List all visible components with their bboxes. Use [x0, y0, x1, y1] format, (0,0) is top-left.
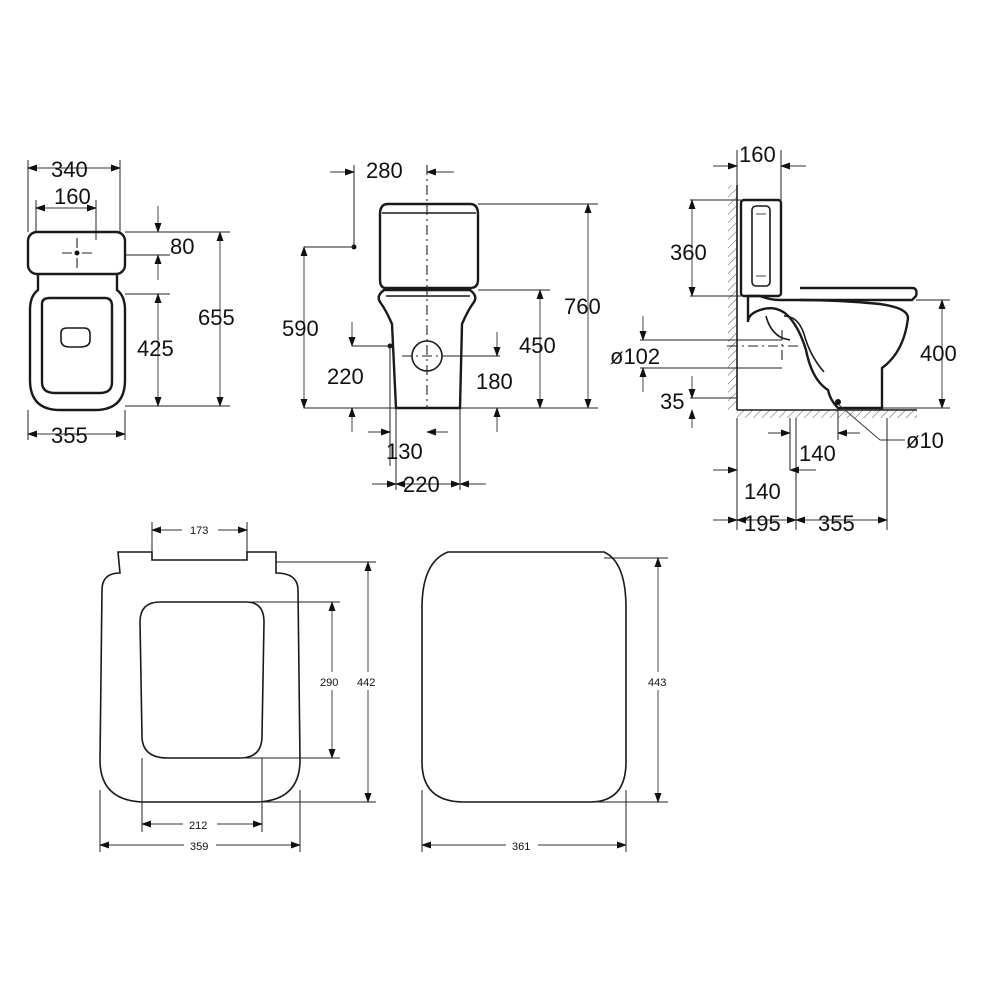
dim-lid-total-width: 361: [512, 841, 530, 853]
dim-hinge-width: 173: [190, 525, 208, 537]
dim-bowl-to-rear: 425: [137, 336, 174, 361]
dim-fixing-diameter: ø10: [906, 428, 944, 453]
plan-view: 340 160 80 425 655 355: [26, 157, 235, 448]
dim-cistern-height: 360: [670, 240, 707, 265]
lid-view: 443 361: [421, 551, 673, 854]
dim-supply-height: 590: [282, 316, 319, 341]
dim-foot-offset: 130: [386, 439, 423, 464]
dim-opening-width: 212: [189, 820, 207, 832]
wall-hatch: [728, 185, 737, 410]
front-view-dimensions: [300, 165, 598, 490]
dim-cistern-depth: 160: [739, 142, 776, 167]
dim-fixing-offset: 140: [799, 441, 836, 466]
dim-outlet-offset: 35: [660, 389, 684, 414]
seat-view: 173 290 442 212 359: [99, 520, 382, 854]
dim-outlet-height: 180: [476, 369, 513, 394]
side-view-dimensions: [639, 150, 950, 530]
dim-total-height: 760: [564, 294, 601, 319]
floor-hatch: [737, 410, 917, 418]
seat-view-labels: 173 290 442 212 359: [182, 520, 382, 854]
plan-view-labels: 340 160 80 425 655 355: [51, 157, 235, 448]
lid-view-outline: [421, 551, 627, 803]
plan-view-dimensions: [27, 160, 230, 440]
plan-view-outline: [26, 230, 127, 412]
dim-seat-total-length: 442: [357, 677, 375, 689]
seat-view-outline: [99, 551, 301, 803]
front-view-labels: 280 590 760 450 220 180 130 220: [282, 158, 601, 497]
seat: [800, 286, 918, 302]
dim-seat-height: 450: [519, 333, 556, 358]
side-view-outline: [727, 185, 918, 418]
dim-wall-distance: 195: [744, 511, 781, 536]
dim-opening-height: 290: [320, 677, 338, 689]
dim-bowl-height: 400: [920, 341, 957, 366]
dim-inlet-spacing: 160: [54, 184, 91, 209]
dim-bowl-width: 355: [51, 423, 88, 448]
bowl: [746, 294, 910, 410]
lid-view-labels: 443 361: [506, 672, 673, 854]
dim-inlet-height: 220: [327, 364, 364, 389]
dim-tank-width: 340: [51, 157, 88, 182]
dim-tank-depth: 80: [170, 234, 194, 259]
dim-outlet-distance: 140: [744, 479, 781, 504]
front-view-outline: [351, 165, 480, 410]
lid-view-dimensions: [421, 557, 668, 852]
dim-pipe-diameter: ø102: [610, 344, 660, 369]
dim-foot-length: 355: [818, 511, 855, 536]
side-view-labels: 160 360 400 ø102 35 ø10 140 140 195 355: [610, 142, 957, 536]
dim-total-length: 655: [198, 305, 235, 330]
dim-foot-width: 220: [403, 472, 440, 497]
dim-seat-total-width: 359: [190, 841, 208, 853]
dim-lid-total-length: 443: [648, 677, 666, 689]
front-view: 280 590 760 450 220 180 130 220: [282, 158, 601, 497]
side-view: 160 360 400 ø102 35 ø10 140 140 195 355: [610, 142, 957, 536]
dim-top-spacing: 280: [366, 158, 403, 183]
